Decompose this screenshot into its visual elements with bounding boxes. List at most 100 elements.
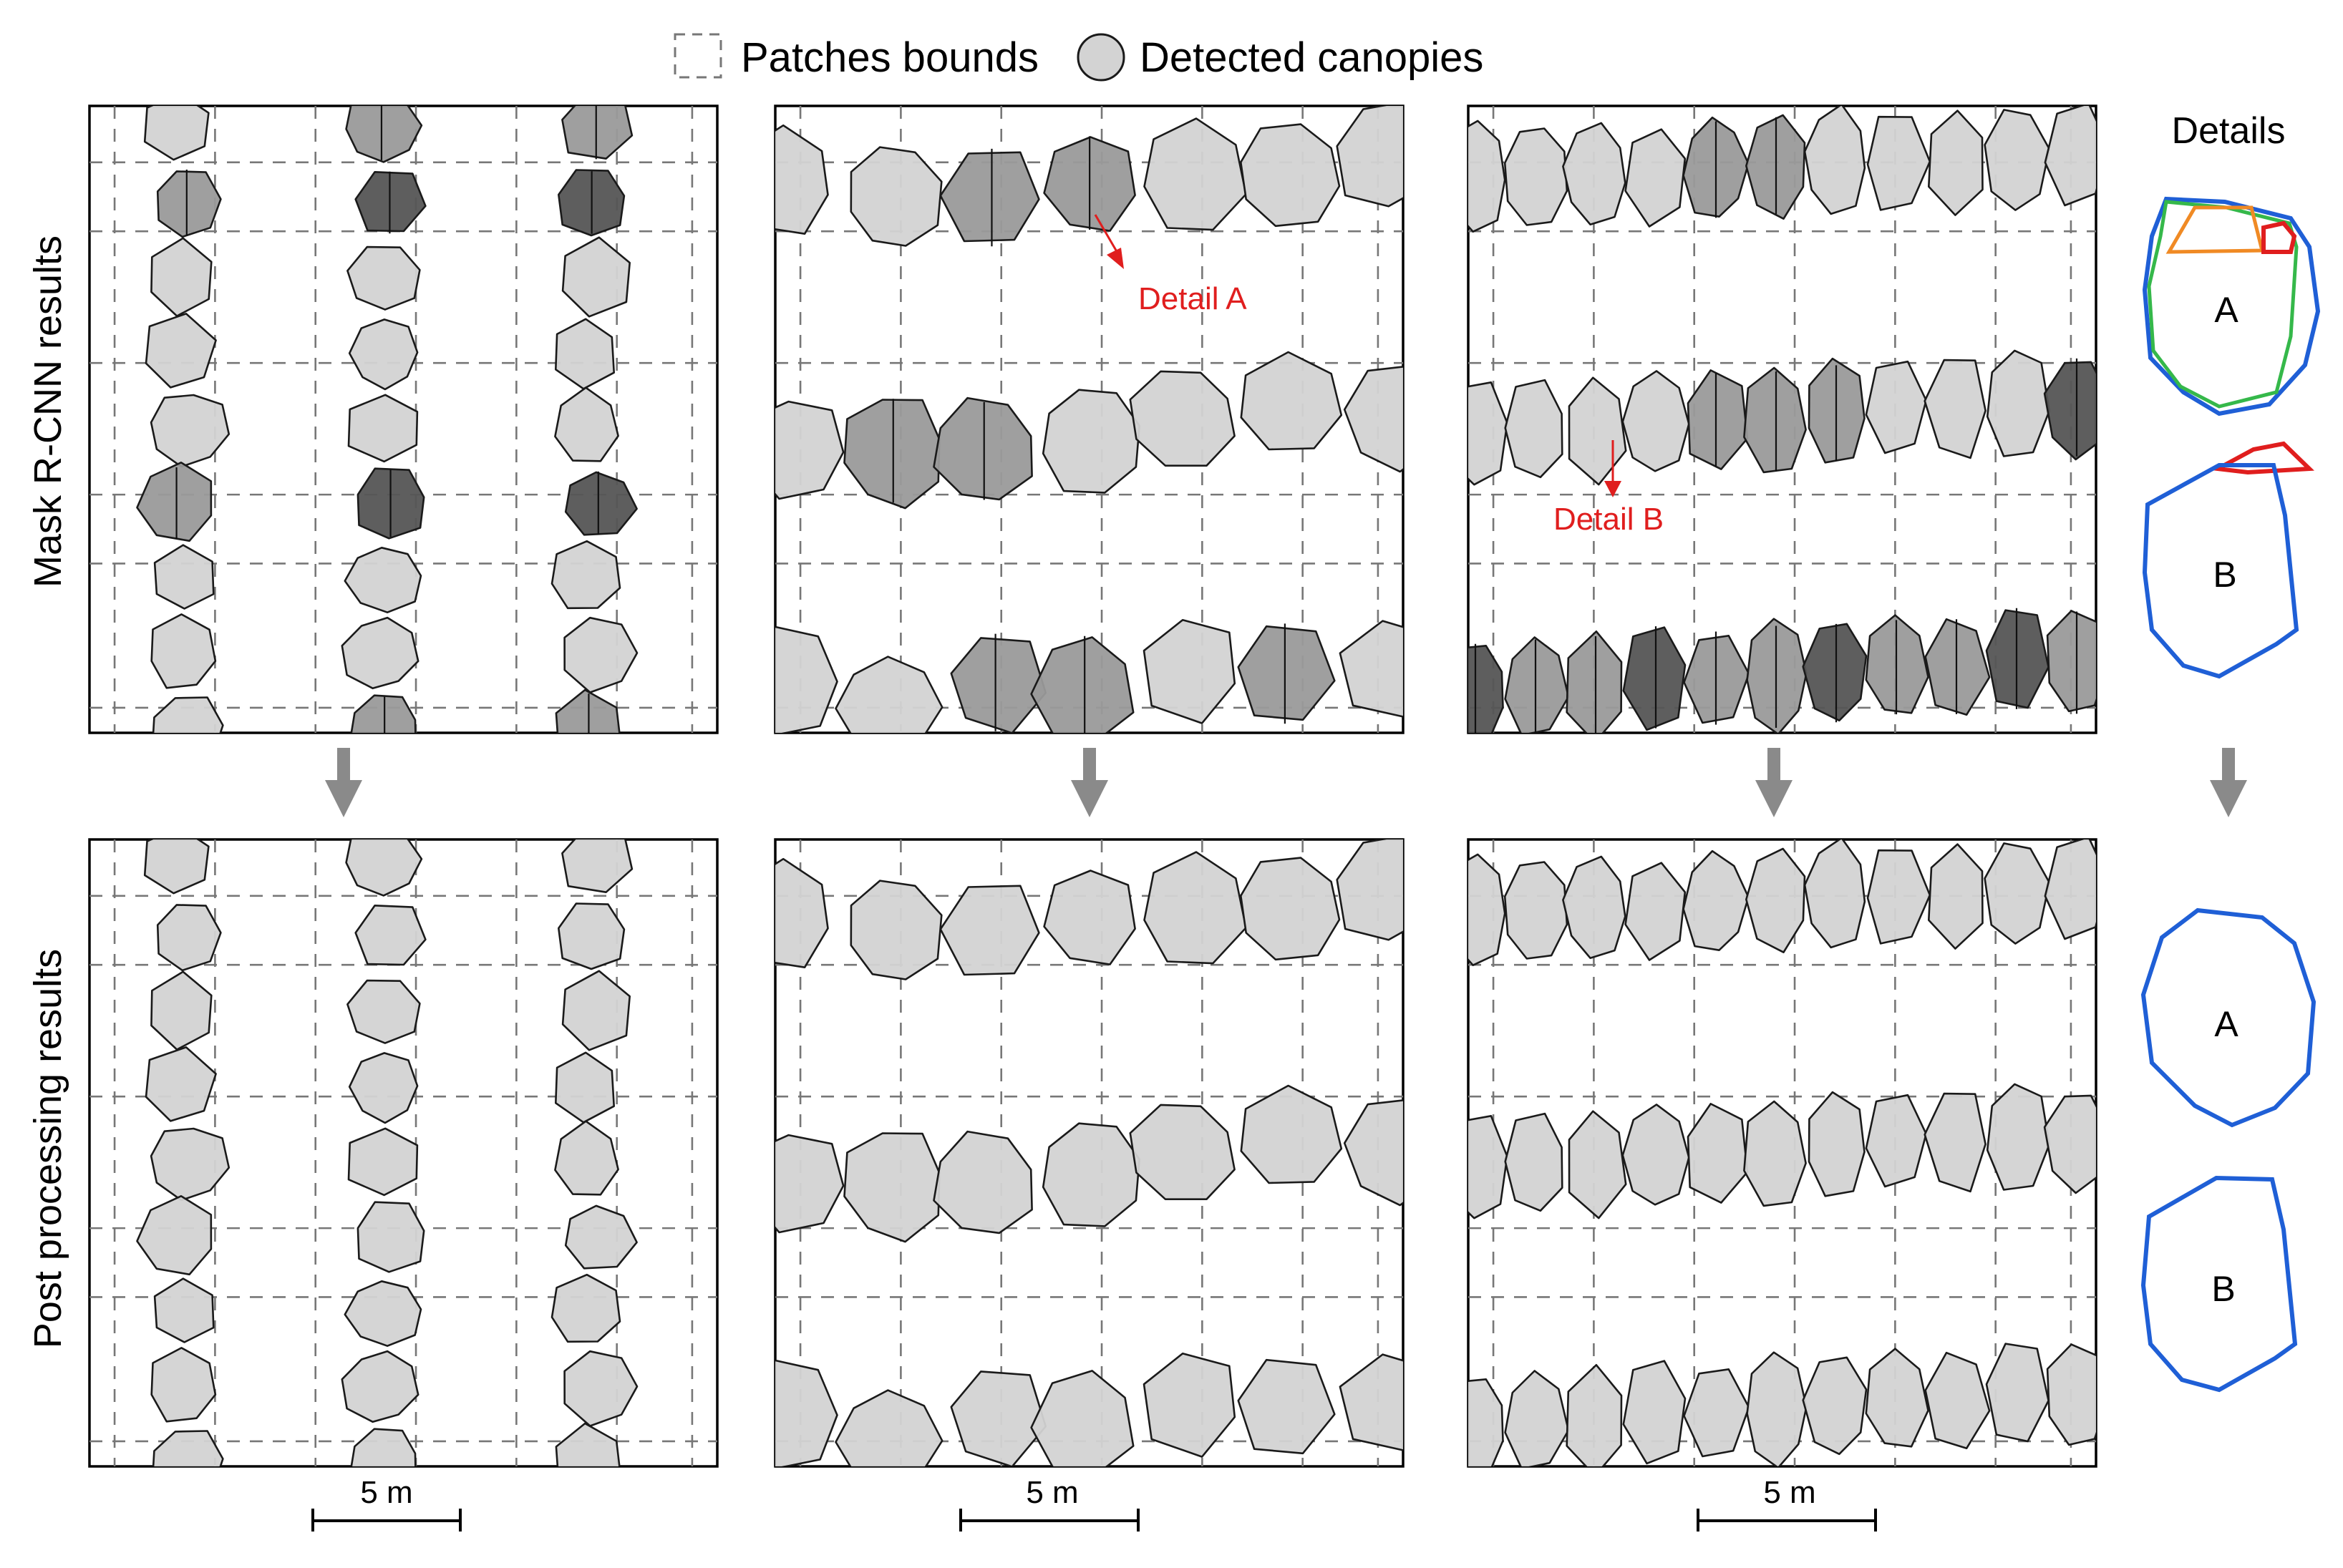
panels	[88, 104, 2097, 1468]
detected-canopies-legend-label: Detected canopies	[1140, 34, 1483, 81]
canopy-polygon	[150, 613, 217, 689]
canopy-polygon	[933, 1130, 1033, 1235]
detail-a-before-letter: A	[2214, 290, 2238, 330]
canopy-polygon	[150, 394, 231, 468]
canopy-polygon	[341, 616, 419, 690]
canopy-polygon	[2043, 1094, 2096, 1194]
canopy-polygon	[1240, 123, 1341, 228]
canopy-polygon	[843, 1132, 941, 1243]
canopy-polygon	[933, 396, 1033, 501]
canopy-polygon	[1343, 366, 1403, 473]
row-label-post-processing: Post processing results	[26, 949, 69, 1348]
canopy-polygon	[1468, 1378, 1504, 1466]
canopy-polygon	[1682, 849, 1750, 951]
scalebar-left-label: 5 m	[360, 1475, 412, 1510]
canopy-polygon	[1986, 1083, 2051, 1191]
canopy-polygon	[1924, 1351, 1991, 1449]
canopy-polygon	[153, 1277, 215, 1343]
panel-bottom-right	[1467, 838, 2097, 1468]
canopy-polygon	[563, 1350, 639, 1427]
detail-b-after-letter: B	[2211, 1269, 2235, 1309]
detail-a-before-red-outline	[2261, 220, 2297, 254]
canopy-polygon	[347, 394, 419, 463]
canopy-polygon	[1924, 1092, 1987, 1193]
canopy-polygon	[1240, 1084, 1343, 1184]
canopy-polygon	[1928, 843, 1984, 950]
canopy-polygon	[1984, 109, 2051, 211]
canopy-polygon	[1343, 1099, 1403, 1207]
canopy-polygon	[850, 880, 943, 980]
canopy-polygon	[156, 904, 222, 972]
canopy-polygon	[1566, 630, 1623, 733]
canopy-polygon	[950, 1370, 1047, 1466]
callout-detail-a: Detail A	[1094, 214, 1247, 316]
detail-a-after-letter: A	[2214, 1004, 2238, 1044]
detected-canopies	[775, 106, 1403, 733]
canopy-polygon	[350, 694, 417, 733]
canopy-polygon	[354, 905, 427, 966]
canopy-polygon	[550, 1273, 621, 1343]
canopy-polygon	[1621, 1104, 1690, 1206]
down-arrow	[1071, 748, 1108, 817]
canopy-polygon	[950, 637, 1047, 733]
detail-a-after: A	[2140, 907, 2317, 1128]
canopy-polygon	[1621, 370, 1690, 472]
canopy-polygon	[555, 1422, 621, 1466]
canopy-polygon	[1568, 1110, 1627, 1219]
detected-canopies	[775, 839, 1403, 1466]
canopy-polygon	[564, 1204, 638, 1270]
canopy-polygon	[939, 885, 1040, 976]
canopy-polygon	[1504, 379, 1563, 479]
panel-content	[1468, 839, 2096, 1466]
scalebar-left: 5 m	[311, 1475, 462, 1532]
canopy-polygon	[1985, 1343, 2049, 1443]
callout-detail-b: Detail B	[1553, 440, 1664, 537]
canopy-polygon	[345, 106, 423, 163]
panel-bottom-middle	[774, 838, 1405, 1468]
canopy-polygon	[1030, 636, 1135, 733]
detected-canopies	[136, 839, 639, 1466]
canopy-polygon	[143, 106, 210, 161]
panel-top-right	[1467, 104, 2097, 734]
canopy-polygon	[554, 386, 619, 462]
canopy-polygon	[1808, 1091, 1866, 1197]
detail-b-after: B	[2140, 1175, 2298, 1393]
canopy-polygon	[775, 1359, 838, 1466]
canopy-polygon	[1237, 625, 1336, 721]
canopy-polygon	[145, 312, 217, 389]
canopy-polygon	[348, 1052, 419, 1124]
panel-top-middle	[774, 104, 1405, 734]
canopy-polygon	[775, 1134, 845, 1234]
canopy-polygon	[561, 970, 631, 1051]
canopy-polygon	[1143, 618, 1236, 724]
detail-b-before-red-outline	[2211, 441, 2314, 475]
canopy-polygon	[1743, 1100, 1807, 1207]
patch-bounds-legend-swatch	[674, 33, 722, 79]
canopy-polygon	[1030, 1370, 1135, 1466]
canopy-polygon	[356, 1201, 425, 1273]
canopy-polygon	[341, 1350, 419, 1423]
row-transition-arrows	[325, 748, 2247, 817]
canopy-polygon	[152, 696, 224, 733]
canopy-polygon	[2043, 361, 2096, 461]
canopy-polygon	[143, 839, 210, 895]
canopy-polygon	[564, 471, 638, 536]
canopy-polygon	[1624, 862, 1687, 961]
canopy-polygon	[145, 1046, 217, 1122]
canopy-polygon	[1802, 623, 1868, 722]
detail-b-after-blue-outline	[2140, 1175, 2298, 1393]
canopy-polygon	[1504, 636, 1570, 733]
canopy-polygon	[1336, 106, 1403, 208]
canopy-polygon	[775, 625, 838, 733]
canopy-polygon	[347, 1127, 419, 1197]
canopy-polygon	[1468, 853, 1506, 966]
canopy-polygon	[561, 236, 631, 318]
canopy-polygon	[153, 544, 215, 610]
canopy-polygon	[1129, 370, 1236, 467]
canopy-polygon	[1043, 870, 1136, 965]
panel-content	[775, 839, 1403, 1466]
canopy-polygon	[1622, 626, 1687, 731]
canopy-polygon	[2046, 1343, 2096, 1446]
canopy-polygon	[1985, 609, 2049, 709]
